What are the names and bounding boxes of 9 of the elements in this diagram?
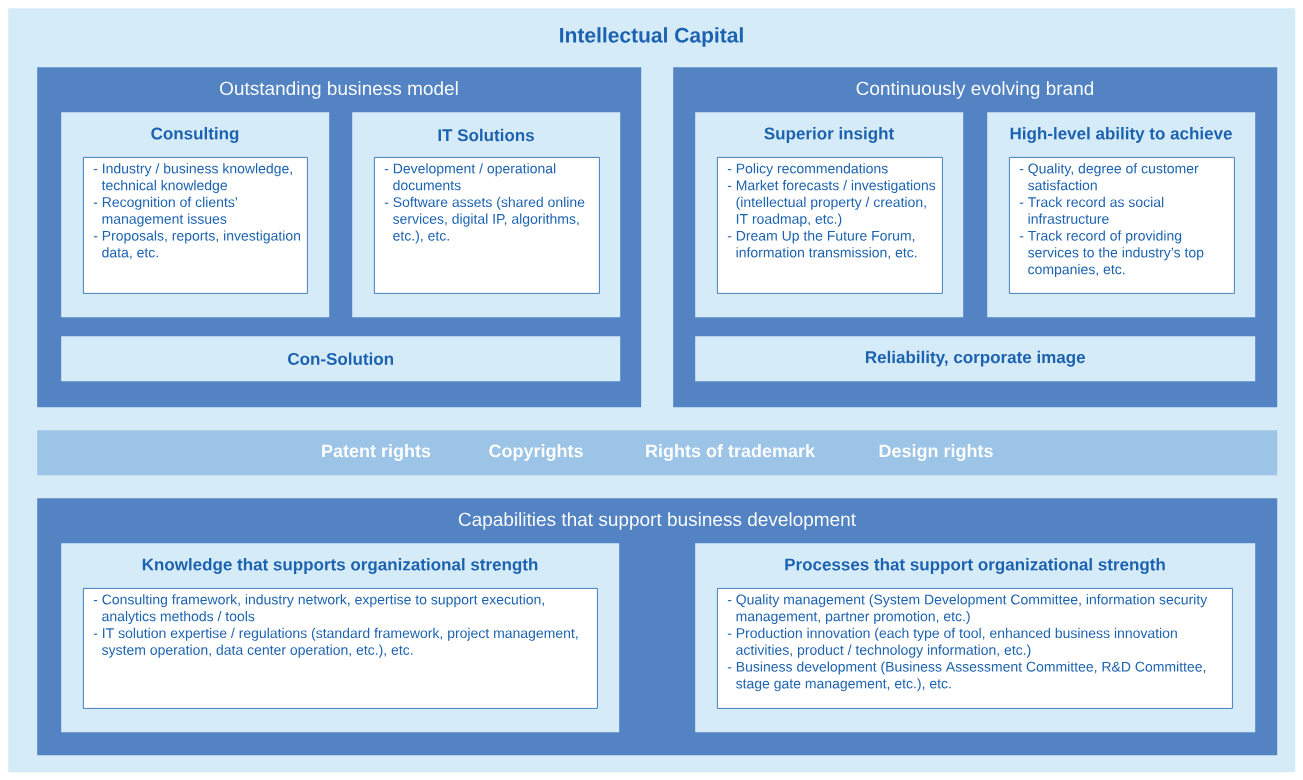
list-box: - Industry / business knowledge, technical knowledge - Recognition of clients’ management issues - Proposals, reports, investigation data, etc.	[83, 157, 308, 294]
label-bar: Con-Solution	[61, 336, 621, 382]
list-box: - Policy recommendations - Market forecasts / investigations (intellectual property / creation, IT roadmap, etc.) - Dream Up the Future Forum, information transmission, etc.	[717, 157, 943, 294]
list-box: - Quality management (System Development Committee, information security management, partner promotion, etc.) - Production innovation (each type of tool, enhanced business innovation activities, product / technology information, etc.) - Business development (Business Assessment Committee, R&D Committee, stage gate management, etc.), etc.	[717, 588, 1233, 709]
list-box: - Development / operational documents - Software assets (shared online services, digital IP, algorithms, etc.), etc.	[374, 157, 600, 294]
list-box: - Quality, degree of customer satisfaction - Track record as social infrastructure - Track record of providing services to the industry’s top companies, etc.	[1009, 157, 1235, 294]
list-box: - Consulting framework, industry network, expertise to support execution, analytics methods / tools - IT solution expertise / regulations (standard framework, project management, system operation, data center operation, etc.), etc.	[83, 588, 598, 709]
label-bar: Reliability, corporate image	[695, 336, 1256, 382]
rights-band: Patent rights Copyrights Rights of trademark Design rights	[37, 430, 1278, 476]
